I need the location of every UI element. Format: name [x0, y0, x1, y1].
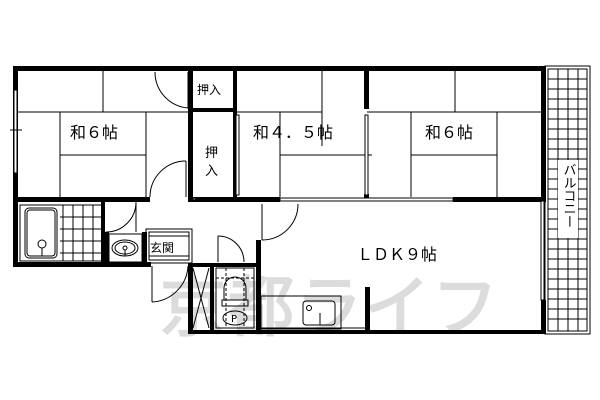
- washing-machine-space-icon: [192, 267, 210, 329]
- toilet-icon: P: [215, 267, 255, 329]
- kitchen-sink-icon: [260, 295, 365, 330]
- room-label-entrance: 玄関: [150, 240, 174, 255]
- room-label-washitsu-center: 和４．５帖: [253, 123, 333, 142]
- room-label-balcony: バルコニー: [561, 163, 577, 228]
- closet-label-small: 押入: [197, 83, 221, 97]
- room-label-washitsu-west: 和６帖: [70, 123, 118, 142]
- svg-text:P: P: [231, 314, 237, 325]
- closet-label-tall-1: 押: [205, 146, 218, 161]
- room-label-ldk: ＬＤＫ９帖: [357, 245, 437, 264]
- bathtub-icon: [19, 204, 103, 262]
- closet-label-tall-2: 入: [205, 164, 218, 179]
- room-label-washitsu-east: 和６帖: [425, 123, 473, 142]
- balcony-grid: [544, 65, 591, 335]
- entrance-area: [145, 228, 193, 264]
- door-swings: [105, 71, 299, 303]
- windows: [10, 89, 545, 301]
- tatami-lines: [17, 70, 542, 197]
- washbasin-icon: [108, 233, 143, 263]
